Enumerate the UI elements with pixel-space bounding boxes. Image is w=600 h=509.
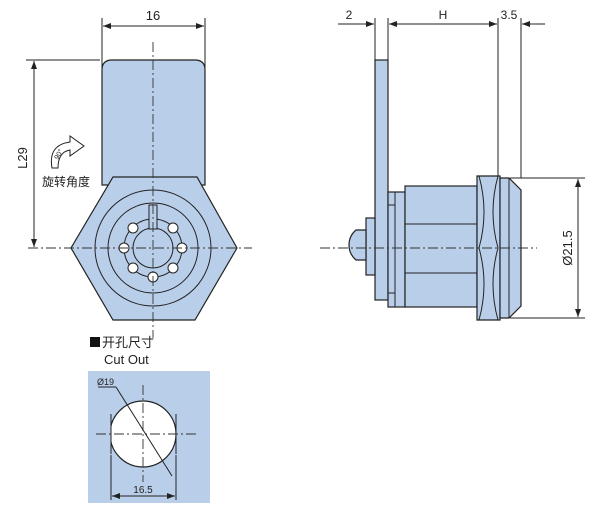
height-dimension: H bbox=[439, 8, 448, 22]
front-view: 16 L29 90° 旋转角度 bbox=[15, 8, 252, 338]
bullet-square bbox=[90, 337, 100, 347]
head-dimension: 3.5 bbox=[501, 8, 518, 22]
rotation-label: 旋转角度 bbox=[42, 174, 90, 189]
washer bbox=[387, 191, 406, 308]
lever bbox=[374, 59, 389, 301]
lock-body bbox=[404, 185, 478, 308]
cutout-flat-width: 16.5 bbox=[133, 485, 153, 496]
side-view: 2 H 3.5 Ø21.5 bbox=[320, 8, 585, 321]
stud bbox=[365, 217, 376, 276]
lever-thickness-dimension: 2 bbox=[346, 8, 353, 22]
cutout-title: 开孔尺寸 bbox=[102, 335, 154, 350]
rotation-arrow-icon: 90° bbox=[50, 135, 85, 169]
cutout-diameter: Ø19 bbox=[97, 377, 114, 387]
length-dimension: L29 bbox=[15, 147, 30, 169]
cutout-subtitle: Cut Out bbox=[104, 352, 149, 367]
cutout-section: 开孔尺寸 Cut Out Ø19 16.5 bbox=[88, 335, 210, 503]
diameter-dimension: Ø21.5 bbox=[560, 230, 575, 265]
width-dimension: 16 bbox=[146, 8, 160, 23]
hex-nut bbox=[70, 176, 238, 321]
key-plug bbox=[348, 229, 367, 261]
cam-lever bbox=[101, 59, 206, 186]
